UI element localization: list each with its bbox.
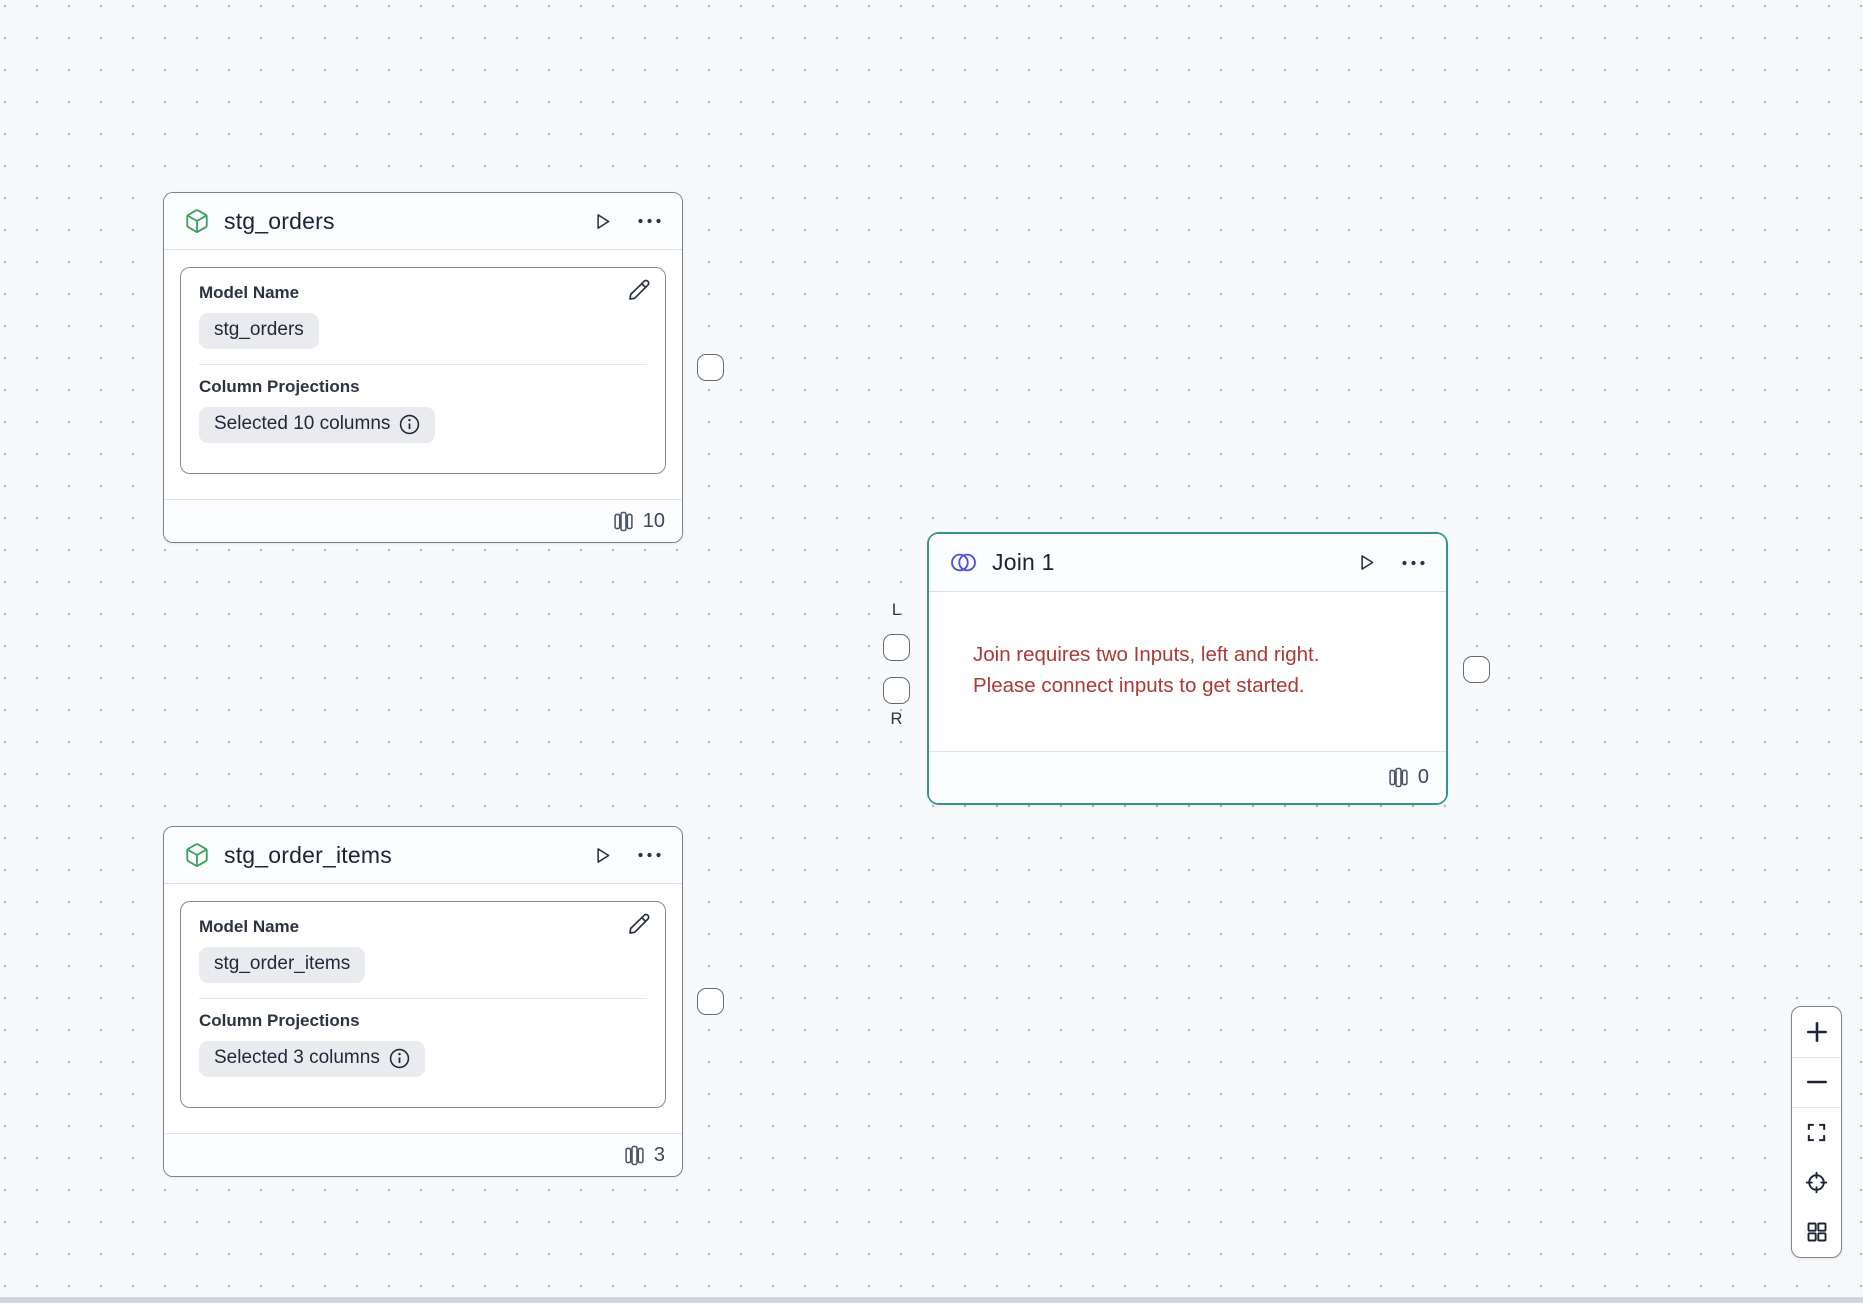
node-header[interactable]: stg_orders	[164, 193, 682, 250]
grid-icon	[1807, 1222, 1826, 1242]
column-projections-label: Column Projections	[199, 1011, 360, 1030]
columns-icon	[613, 511, 634, 532]
join-error-message: Join requires two Inputs, left and right…	[929, 592, 1446, 751]
node-config-card: Model Name stg_order_items Column Projec…	[180, 901, 666, 1108]
join-left-port-label: L	[891, 601, 902, 619]
locate-icon	[1805, 1171, 1828, 1194]
card-divider	[199, 364, 647, 365]
grid-view-button[interactable]	[1792, 1207, 1841, 1257]
join-output-port[interactable]	[1463, 656, 1490, 683]
model-name-value: stg_order_items	[214, 953, 351, 974]
locate-button[interactable]	[1792, 1158, 1841, 1208]
info-icon[interactable]	[389, 1048, 410, 1069]
model-name-label: Model Name	[199, 917, 300, 936]
node-config-card: Model Name stg_orders Column Projections…	[180, 267, 666, 474]
node-title: stg_orders	[224, 207, 335, 234]
columns-icon	[624, 1145, 645, 1166]
node-header[interactable]: stg_order_items	[164, 827, 682, 884]
zoom-out-icon	[1806, 1081, 1827, 1084]
column-count: 3	[653, 1143, 665, 1166]
node-body: Model Name stg_order_items Column Projec…	[164, 884, 682, 1133]
zoom-in-icon	[1806, 1021, 1827, 1042]
ellipsis-icon[interactable]	[1401, 560, 1426, 566]
node-footer: 0	[929, 751, 1446, 803]
canvas-controls-toolbar	[1791, 1006, 1842, 1258]
column-projections-label: Column Projections	[199, 377, 360, 396]
node-title: stg_order_items	[224, 841, 392, 868]
node-join-1[interactable]: Join 1 Join requires two Inputs, left an…	[927, 532, 1448, 805]
error-line-2: Please connect inputs to get started.	[973, 673, 1305, 697]
ellipsis-icon[interactable]	[637, 218, 662, 224]
output-port-stg-orders[interactable]	[697, 354, 724, 381]
error-line-1: Join requires two Inputs, left and right…	[973, 642, 1320, 666]
fit-view-button[interactable]	[1792, 1108, 1841, 1158]
node-footer: 3	[164, 1133, 682, 1176]
cube-icon	[184, 208, 210, 234]
output-port-stg-order-items[interactable]	[697, 988, 724, 1015]
node-footer: 10	[164, 499, 682, 542]
model-name-chip[interactable]: stg_orders	[199, 313, 319, 349]
pencil-icon[interactable]	[627, 278, 651, 302]
join-right-input-port[interactable]	[883, 677, 910, 704]
node-stg-order-items[interactable]: stg_order_items Model N	[163, 826, 683, 1177]
info-icon[interactable]	[399, 414, 420, 435]
model-name-value: stg_orders	[214, 319, 304, 340]
model-name-chip[interactable]: stg_order_items	[199, 947, 366, 983]
play-icon[interactable]	[592, 845, 613, 866]
node-stg-orders[interactable]: stg_orders Model Name	[163, 192, 683, 543]
pencil-icon[interactable]	[627, 912, 651, 936]
column-projections-value: Selected 10 columns	[214, 413, 391, 434]
zoom-out-button[interactable]	[1792, 1058, 1841, 1109]
columns-icon	[1388, 767, 1409, 788]
node-body: Model Name stg_orders Column Projections…	[164, 250, 682, 499]
node-title: Join 1	[992, 549, 1055, 575]
column-projections-value: Selected 3 columns	[214, 1047, 380, 1068]
horizontal-scrollbar[interactable]	[0, 1297, 1863, 1303]
play-icon[interactable]	[592, 211, 613, 232]
venn-icon	[949, 551, 978, 574]
column-count: 10	[642, 509, 665, 532]
model-name-label: Model Name	[199, 283, 300, 302]
zoom-in-button[interactable]	[1792, 1007, 1841, 1058]
column-projections-chip[interactable]: Selected 10 columns	[199, 407, 436, 443]
column-projections-chip[interactable]: Selected 3 columns	[199, 1041, 425, 1077]
card-divider	[199, 998, 647, 999]
play-icon[interactable]	[1356, 552, 1377, 573]
node-header[interactable]: Join 1	[929, 534, 1446, 592]
column-count: 0	[1417, 766, 1429, 788]
fit-view-icon	[1807, 1124, 1826, 1142]
join-right-port-label: R	[890, 710, 903, 728]
join-left-input-port[interactable]	[883, 634, 910, 661]
ellipsis-icon[interactable]	[637, 852, 662, 858]
cube-icon	[184, 842, 210, 868]
